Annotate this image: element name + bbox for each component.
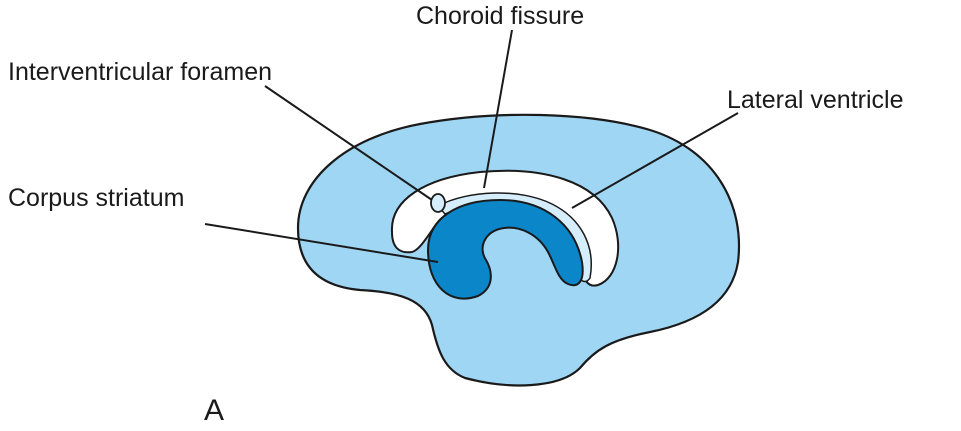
label-choroid-fissure: Choroid fissure [416,2,584,30]
leader-line-corpus-striatum [204,223,439,263]
leader-line-lateral-ventricle [571,112,739,209]
label-interventricular-foramen: Interventricular foramen [8,58,272,86]
leader-line-choroid-fissure [483,29,513,189]
panel-letter: A [204,394,224,427]
label-lateral-ventricle: Lateral ventricle [727,86,903,114]
leader-line-interventricular-foramen [264,85,433,201]
cerebral-hemisphere [296,113,741,387]
label-corpus-striatum: Corpus striatum [8,184,184,212]
corpus-striatum [426,198,584,300]
interventricular-foramen [430,193,446,213]
